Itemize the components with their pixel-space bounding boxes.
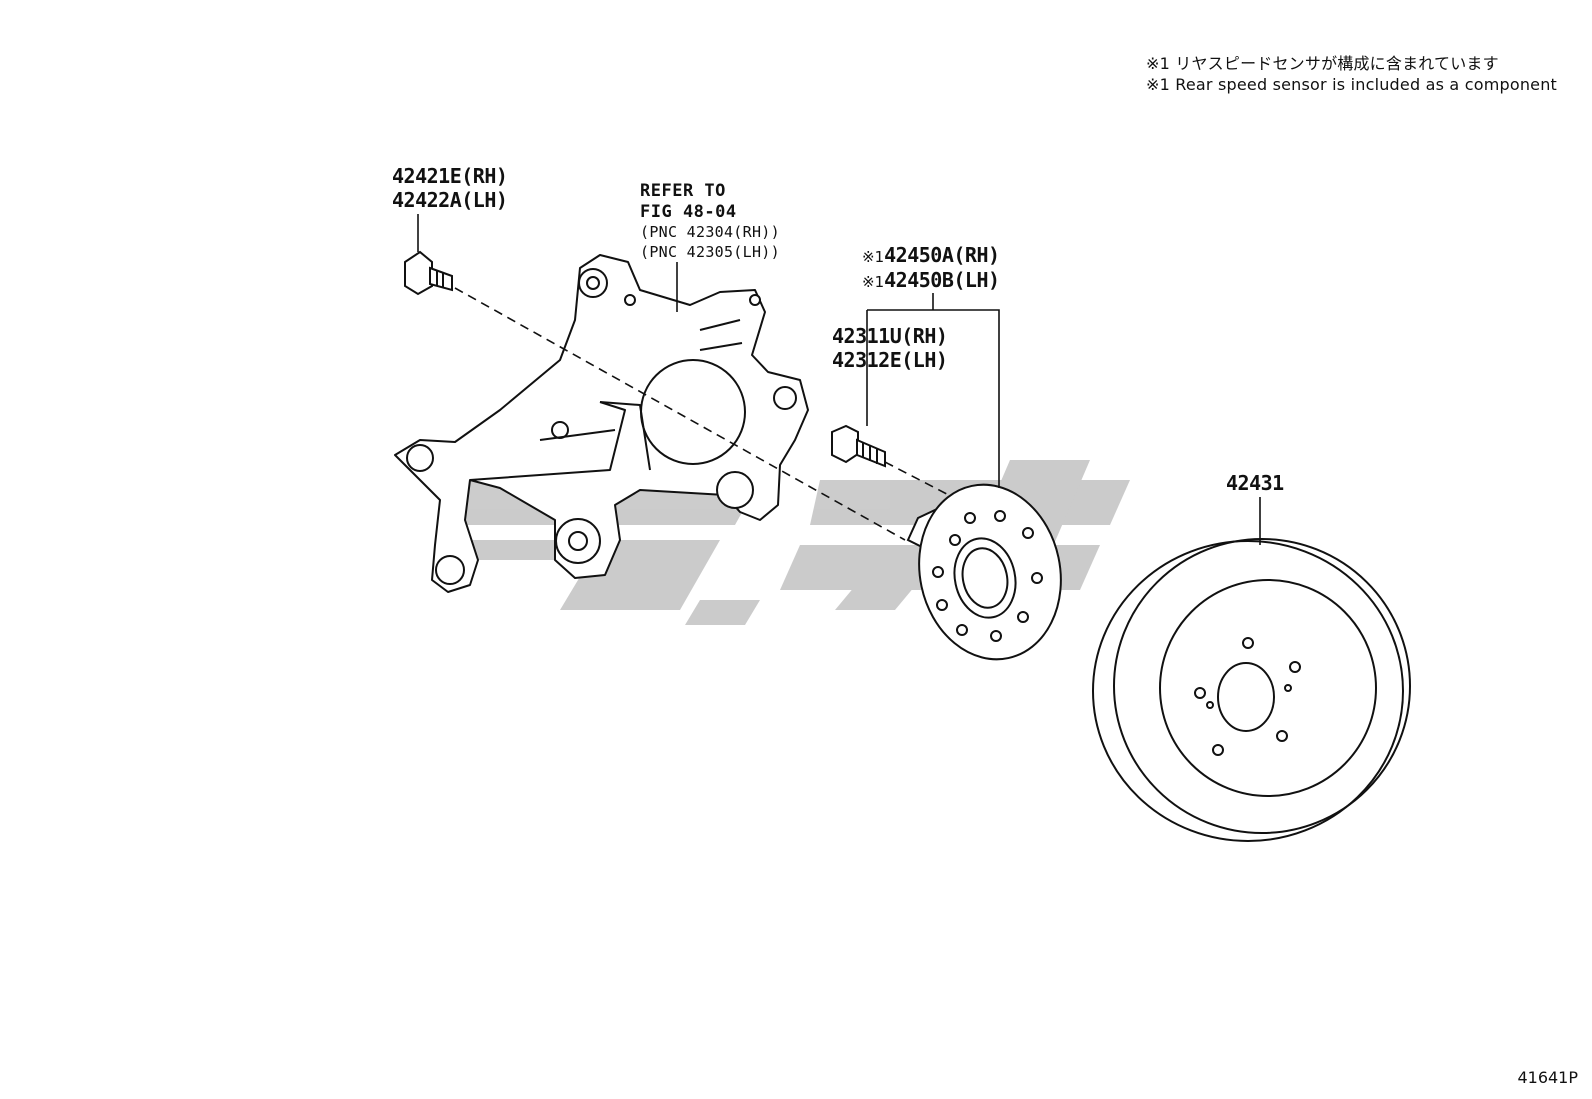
callout-bolt-lh[interactable]: 42422A(LH) (392, 188, 508, 212)
callout-hub-lh-text: 42450B(LH) (884, 268, 1000, 292)
refer-pnc-lh[interactable]: (PNC 42305(LH)) (640, 243, 780, 261)
hub-bolt[interactable] (831, 424, 886, 468)
sensor-note-japanese: ※1 リヤスピードセンサが構成に含まれています (1146, 54, 1499, 73)
knuckle-bolt[interactable] (404, 250, 453, 296)
callout-bolt-rh[interactable]: 42421E(RH) (392, 164, 508, 188)
refer-label-line2[interactable]: FIG 48-04 (640, 202, 737, 222)
brake-disc[interactable] (1092, 538, 1411, 842)
leader-lines (417, 214, 1261, 545)
callout-hub-rh-text: 42450A(RH) (884, 243, 1000, 267)
callout-stud-rh[interactable]: 42311U(RH) (832, 324, 948, 348)
refer-label-line1: REFER TO (640, 181, 726, 201)
rear-axle-hub[interactable] (903, 471, 1077, 672)
note-mark: ※1 (862, 273, 885, 291)
sensor-note-english: ※1 Rear speed sensor is included as a co… (1146, 75, 1558, 94)
callout-hub-lh[interactable]: ※142450B(LH) (862, 270, 1000, 290)
callout-stud-lh[interactable]: 42312E(LH) (832, 348, 948, 372)
steering-knuckle[interactable] (394, 254, 809, 593)
figure-id: 41641P (1517, 1068, 1578, 1087)
callout-hub-rh[interactable]: ※142450A(RH) (862, 245, 1000, 265)
note-mark: ※1 (862, 248, 885, 266)
refer-pnc-rh[interactable]: (PNC 42304(RH)) (640, 223, 780, 241)
callout-disc[interactable]: 42431 (1226, 471, 1284, 495)
